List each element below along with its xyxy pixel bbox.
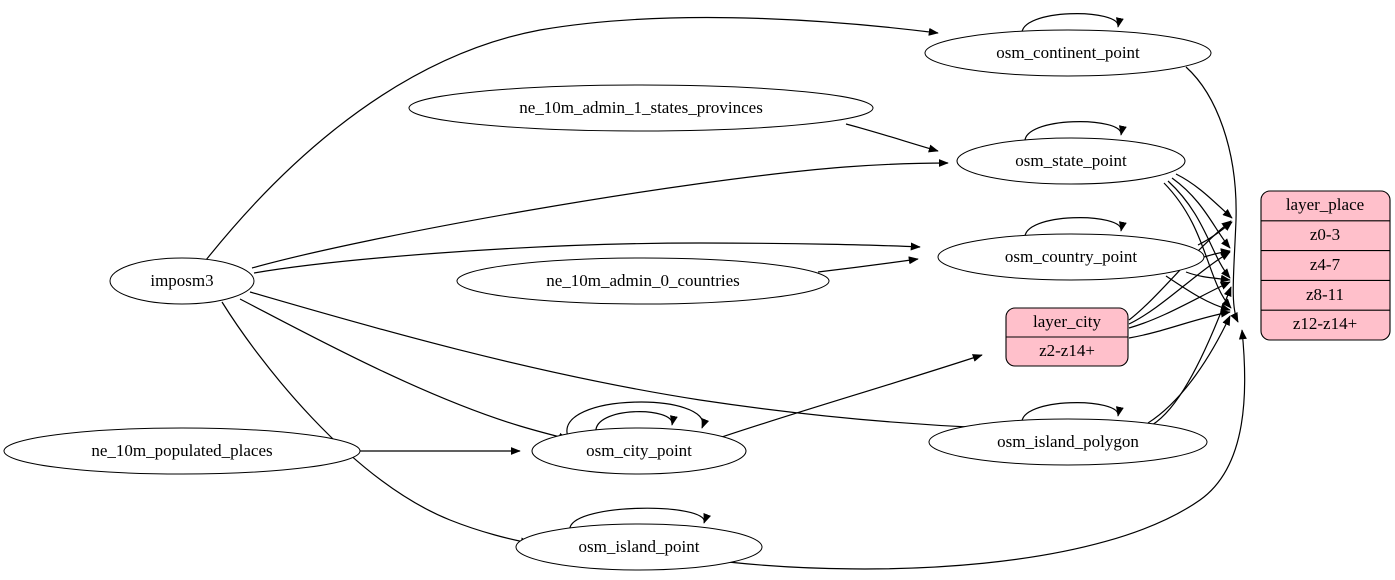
node-layer: imposm3 ne_10m_admin_1_states_provinces … [3, 29, 1391, 571]
record-node-layer-place[interactable]: layer_place z0-3 z4-7 z8-11 z12-z14+ [1260, 190, 1391, 341]
node-label-ne-10m-admin-1-states-provinces: ne_10m_admin_1_states_provinces [519, 98, 763, 117]
record-header-layer-city: layer_city [1033, 312, 1101, 331]
edge-imposm3-to-osm-city-point [239, 298, 569, 441]
node-label-osm-island-point: osm_island_point [579, 537, 700, 556]
edge-self-loop-osm-city-point [595, 411, 678, 434]
node-ne-10m-populated-places[interactable]: ne_10m_populated_places [3, 427, 361, 475]
edge-osm-island-point-to-z12 [727, 329, 1247, 570]
edge-osm-country-point-to-z8-11 [1185, 271, 1231, 283]
edge-osm-city-point-to-layer-city [721, 354, 983, 438]
node-label-osm-continent-point: osm_continent_point [996, 43, 1140, 62]
node-label-osm-country-point: osm_country_point [1005, 247, 1137, 266]
node-osm-city-point[interactable]: osm_city_point [531, 427, 747, 475]
record-row-layer-place-1[interactable]: z4-7 [1310, 255, 1341, 274]
node-label-osm-city-point: osm_city_point [586, 441, 692, 460]
edge-imposm3-to-osm-country-point [253, 242, 921, 274]
edge-osm-continent-point-to-z12 [1185, 66, 1239, 323]
record-row-layer-city-0[interactable]: z2-z14+ [1039, 341, 1095, 360]
node-osm-island-point[interactable]: osm_island_point [515, 523, 763, 571]
edge-osm-island-polygon-to-z8-11 [1151, 286, 1232, 426]
edge-self-loop-osm-island-point [569, 507, 711, 533]
edge-self-loop-outer-osm-city-point [566, 401, 710, 438]
edge-osm-country-point-to-z0-3 [1197, 221, 1233, 246]
edge-imposm3-to-osm-continent-point [205, 16, 939, 261]
record-header-layer-place: layer_place [1286, 195, 1364, 214]
edge-osm-island-polygon-to-z12 [1147, 315, 1231, 424]
edge-osm-state-point-to-z12 [1163, 182, 1232, 309]
edge-layer-city-to-z8-11 [1128, 281, 1231, 329]
node-osm-continent-point[interactable]: osm_continent_point [924, 29, 1212, 77]
edge-layer-city-to-z0-3 [1128, 220, 1232, 321]
node-ne-10m-admin-1-states-provinces[interactable]: ne_10m_admin_1_states_provinces [408, 84, 874, 132]
node-label-osm-island-polygon: osm_island_polygon [997, 432, 1139, 451]
edge-self-loop-osm-country-point [1024, 217, 1127, 240]
node-osm-country-point[interactable]: osm_country_point [937, 233, 1205, 281]
edge-osm-state-point-to-z4-7 [1171, 177, 1231, 249]
node-label-ne-10m-admin-0-countries: ne_10m_admin_0_countries [546, 271, 740, 290]
node-label-osm-state-point: osm_state_point [1015, 151, 1127, 170]
record-row-layer-place-0[interactable]: z0-3 [1310, 225, 1340, 244]
edge-self-loop-osm-continent-point [1021, 13, 1124, 36]
edge-ne-states-to-osm-state-point [845, 123, 939, 153]
node-label-ne-10m-populated-places: ne_10m_populated_places [91, 441, 272, 460]
edge-layer-city-to-z4-7 [1128, 251, 1231, 325]
edge-osm-state-point-to-z0-3 [1175, 173, 1233, 219]
node-imposm3[interactable]: imposm3 [109, 257, 255, 305]
node-label-imposm3: imposm3 [150, 271, 213, 290]
edge-imposm3-to-osm-state-point [251, 159, 949, 269]
edge-layer [205, 13, 1247, 570]
record-row-layer-place-2[interactable]: z8-11 [1306, 285, 1344, 304]
edge-osm-country-point-to-z12 [1165, 275, 1231, 312]
node-ne-10m-admin-0-countries[interactable]: ne_10m_admin_0_countries [456, 257, 830, 305]
node-osm-state-point[interactable]: osm_state_point [956, 137, 1186, 185]
edge-imposm3-to-osm-island-polygon [249, 291, 989, 432]
edge-osm-state-point-to-z8-11 [1167, 180, 1231, 279]
edge-self-loop-osm-island-polygon [1021, 402, 1124, 425]
edge-osm-country-point-to-z4-7 [1203, 248, 1231, 258]
edge-imposm3-to-osm-island-point [221, 301, 531, 546]
edge-ne-countries-to-osm-country-point [817, 256, 919, 273]
node-osm-island-polygon[interactable]: osm_island_polygon [928, 418, 1208, 466]
edge-self-loop-osm-state-point [1024, 121, 1127, 144]
edge-layer-city-to-z12 [1128, 309, 1231, 339]
record-node-layer-city[interactable]: layer_city z2-z14+ [1005, 307, 1129, 367]
record-row-layer-place-3[interactable]: z12-z14+ [1293, 314, 1357, 333]
